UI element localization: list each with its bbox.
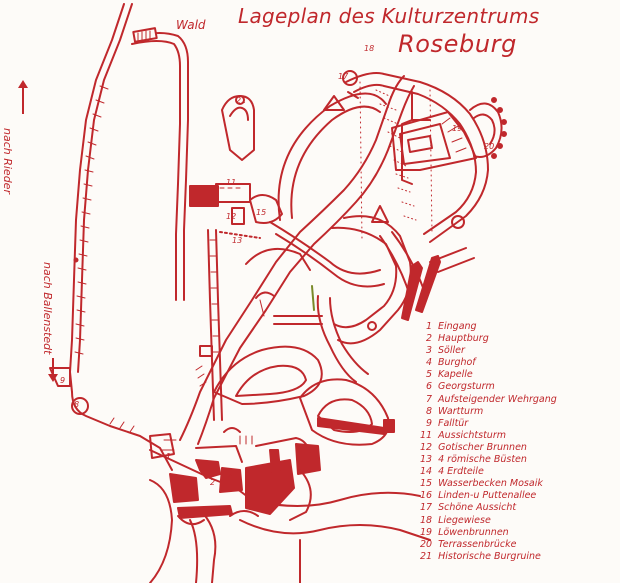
lime-alley [207,229,223,421]
map-number-9: 9 [60,376,66,385]
direction-ballenstedt-label: nach Ballenstedt [41,262,54,355]
north-arrow-icon [18,80,28,114]
map-number-1: 1 [166,452,172,461]
map-number-4: 4 [228,472,234,481]
forest-label: Wald [176,18,206,32]
western-buildings [189,95,283,357]
south-arrow-icon [48,358,58,382]
map-number-8: 8 [74,400,80,409]
west-wall [69,3,133,393]
map-number-19: 19 [452,124,463,133]
lion-fountain-terrace [391,97,507,171]
bench-marker [311,285,315,311]
map-number-17: 17 [338,72,349,81]
map-number-15: 15 [256,208,267,217]
map-number-11: 11 [226,178,237,187]
direction-rieder-label: nach Rieder [1,128,14,194]
promenade-network [179,75,415,446]
map-number-12: 12 [226,212,237,221]
map-subtitle: Roseburg [398,30,517,58]
forest-path [131,27,189,301]
map-number-21: 21 [236,96,247,105]
map-number-13: 13 [232,236,243,245]
map-title: Lageplan des Kulturzentrums [238,4,540,28]
map-number-20: 20 [484,142,495,151]
ruin-outlines [149,427,312,526]
map-number-18: 18 [364,44,375,53]
map-number-2: 2 [210,478,216,487]
east-lawn [323,70,489,297]
